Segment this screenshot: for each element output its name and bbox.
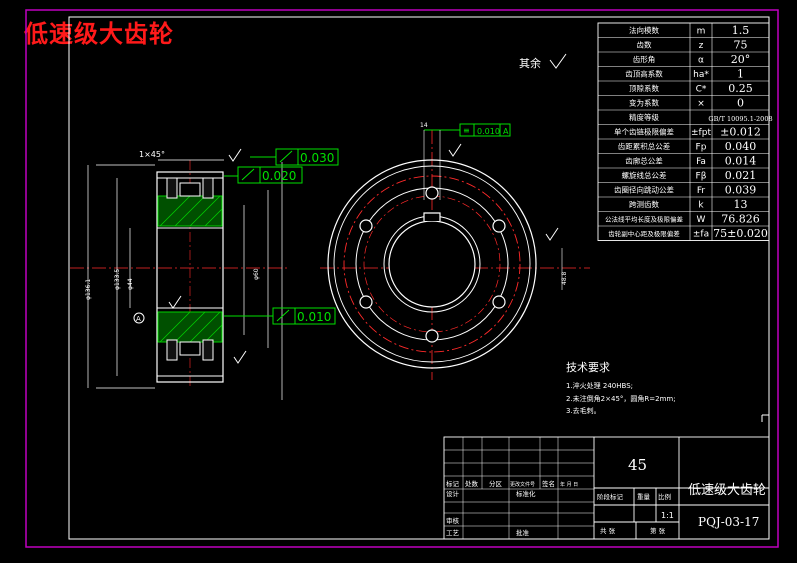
param-value: 1	[737, 68, 744, 81]
part-name: 低速级大齿轮	[688, 483, 766, 498]
svg-text:φ44: φ44	[127, 278, 134, 290]
param-value: ±0.012	[720, 126, 761, 139]
title-block-label: 重量	[637, 493, 651, 501]
param-symbol: ×	[697, 99, 705, 109]
material: 45	[628, 456, 647, 474]
svg-text:A: A	[136, 315, 141, 323]
param-symbol: ±fpt	[691, 128, 711, 138]
svg-text:φ60: φ60	[253, 268, 260, 280]
title-block-label: 处数	[465, 479, 479, 488]
title-block-label: 年 月 日	[560, 481, 578, 488]
svg-text:48.8: 48.8	[561, 271, 568, 285]
svg-text:14: 14	[420, 122, 428, 129]
param-name: 齿轮副中心距及极限偏差	[608, 229, 680, 238]
param-value: 75	[734, 39, 748, 52]
param-symbol: W	[697, 215, 706, 225]
param-value: 0.25	[728, 82, 753, 95]
tech-line-1: 1.淬火处理 240HBS;	[566, 381, 633, 390]
param-symbol: k	[698, 201, 704, 211]
param-symbol: Fr	[697, 186, 706, 196]
datum-a-marker	[133, 312, 145, 324]
svg-text:A: A	[503, 127, 509, 136]
tolerance-value-3: 0.010	[297, 310, 331, 324]
tech-line-2: 2.未注倒角2×45°，圆角R=2mm;	[566, 394, 676, 403]
param-name: 螺旋线总公差	[622, 170, 667, 180]
title-block-label: 签名	[542, 479, 555, 488]
param-name: 齿形角	[633, 54, 656, 64]
param-value: 0	[737, 97, 744, 110]
param-symbol: ha*	[693, 70, 709, 80]
title-block	[443, 436, 770, 540]
title-block-label: 比例	[658, 492, 671, 501]
title-block-labels: 标记处数 分区更改文件号签名年 月 日设计 标准化 阶段标记 重量比例审核工艺 批准 共 张…	[446, 479, 671, 537]
param-name: 顶隙系数	[629, 83, 659, 93]
param-name: 变为系数	[629, 98, 659, 108]
title-block-label: 更改文件号	[510, 481, 535, 488]
tech-line-3: 3.去毛刺。	[566, 406, 601, 415]
param-value: GB/T 10095.1-2008	[708, 115, 772, 123]
keyway-tolerance: 0.010	[477, 127, 500, 136]
param-symbol: Fβ	[696, 172, 707, 182]
param-symbol: m	[697, 27, 706, 37]
tip-circle	[327, 159, 537, 369]
keyway	[423, 212, 441, 221]
param-name: 齿顶高系数	[625, 69, 663, 79]
title-block-label: 分区	[489, 479, 503, 488]
qiyu-label: 其余	[519, 56, 541, 70]
param-value: 76.826	[721, 213, 760, 226]
title-block-label: 标记	[446, 479, 460, 488]
bore	[388, 220, 476, 308]
section-view: 1×45° φ136.1 φ133.5 φ44 φ60 A 0.030 0.02…	[70, 148, 339, 400]
outer-border	[25, 9, 779, 548]
title-block-label: 工艺	[446, 529, 460, 537]
svg-text:≡: ≡	[463, 126, 470, 135]
tech-heading: 技术要求	[566, 361, 610, 374]
param-value: 20°	[731, 53, 751, 66]
param-symbol: ±fa	[693, 230, 709, 240]
title-block-label: 标准化	[516, 489, 536, 498]
param-name: 齿圈径向跳动公差	[614, 185, 674, 195]
chamfer-label: 1×45°	[139, 150, 165, 159]
param-symbol: C*	[696, 85, 707, 95]
param-value: 75±0.020	[713, 227, 768, 240]
tolerance-value-2: 0.020	[262, 169, 296, 183]
title-block-label: 设计	[446, 489, 460, 498]
roughness-symbol	[549, 53, 567, 69]
drawing-title: 低速级大齿轮	[24, 19, 174, 48]
inner-border	[68, 16, 770, 540]
drawing-code: PQJ-03-17	[698, 515, 759, 529]
svg-text:φ136.1: φ136.1	[85, 279, 92, 300]
svg-text:φ133.5: φ133.5	[114, 269, 121, 290]
title-block-label: 批准	[516, 528, 530, 537]
param-value: 1.5	[732, 24, 750, 37]
param-value: 0.039	[725, 184, 757, 197]
title-block-label: 第 张	[650, 526, 666, 535]
param-symbol: z	[699, 41, 704, 51]
scale: 1:1	[661, 511, 674, 520]
param-name: 精度等级	[629, 112, 659, 122]
pitch-circle	[343, 175, 521, 353]
param-value: 0.014	[725, 155, 757, 168]
param-symbol: Fp	[696, 143, 707, 153]
param-name: 齿距累积总公差	[618, 141, 671, 151]
param-name: 齿廓总公差	[625, 156, 663, 166]
front-view: ≡ 0.010 A 14 48.8	[320, 122, 590, 380]
param-value: 13	[734, 198, 748, 211]
title-block-label: 审核	[446, 516, 460, 525]
title-block-label: 共 张	[600, 526, 616, 535]
param-symbol: α	[698, 56, 704, 66]
param-name: 公法线平均长度及极限偏差	[605, 215, 684, 224]
param-name: 法向模数	[629, 25, 659, 35]
param-name: 单个齿链极限偏差	[614, 127, 674, 137]
title-block-label: 阶段标记	[597, 492, 624, 501]
tolerance-value-1: 0.030	[300, 151, 334, 165]
param-name: 齿数	[637, 40, 652, 50]
param-name: 跨测齿数	[629, 199, 659, 209]
param-value: 0.040	[725, 140, 757, 153]
param-symbol: Fa	[696, 157, 706, 167]
param-value: 0.021	[725, 169, 757, 182]
parameter-table: 法向模数 m 1.5 齿数 z 75 齿形角 α 20° 齿顶高系数 ha* 1 顶隙系数 C* 0.25 变…	[597, 22, 773, 241]
